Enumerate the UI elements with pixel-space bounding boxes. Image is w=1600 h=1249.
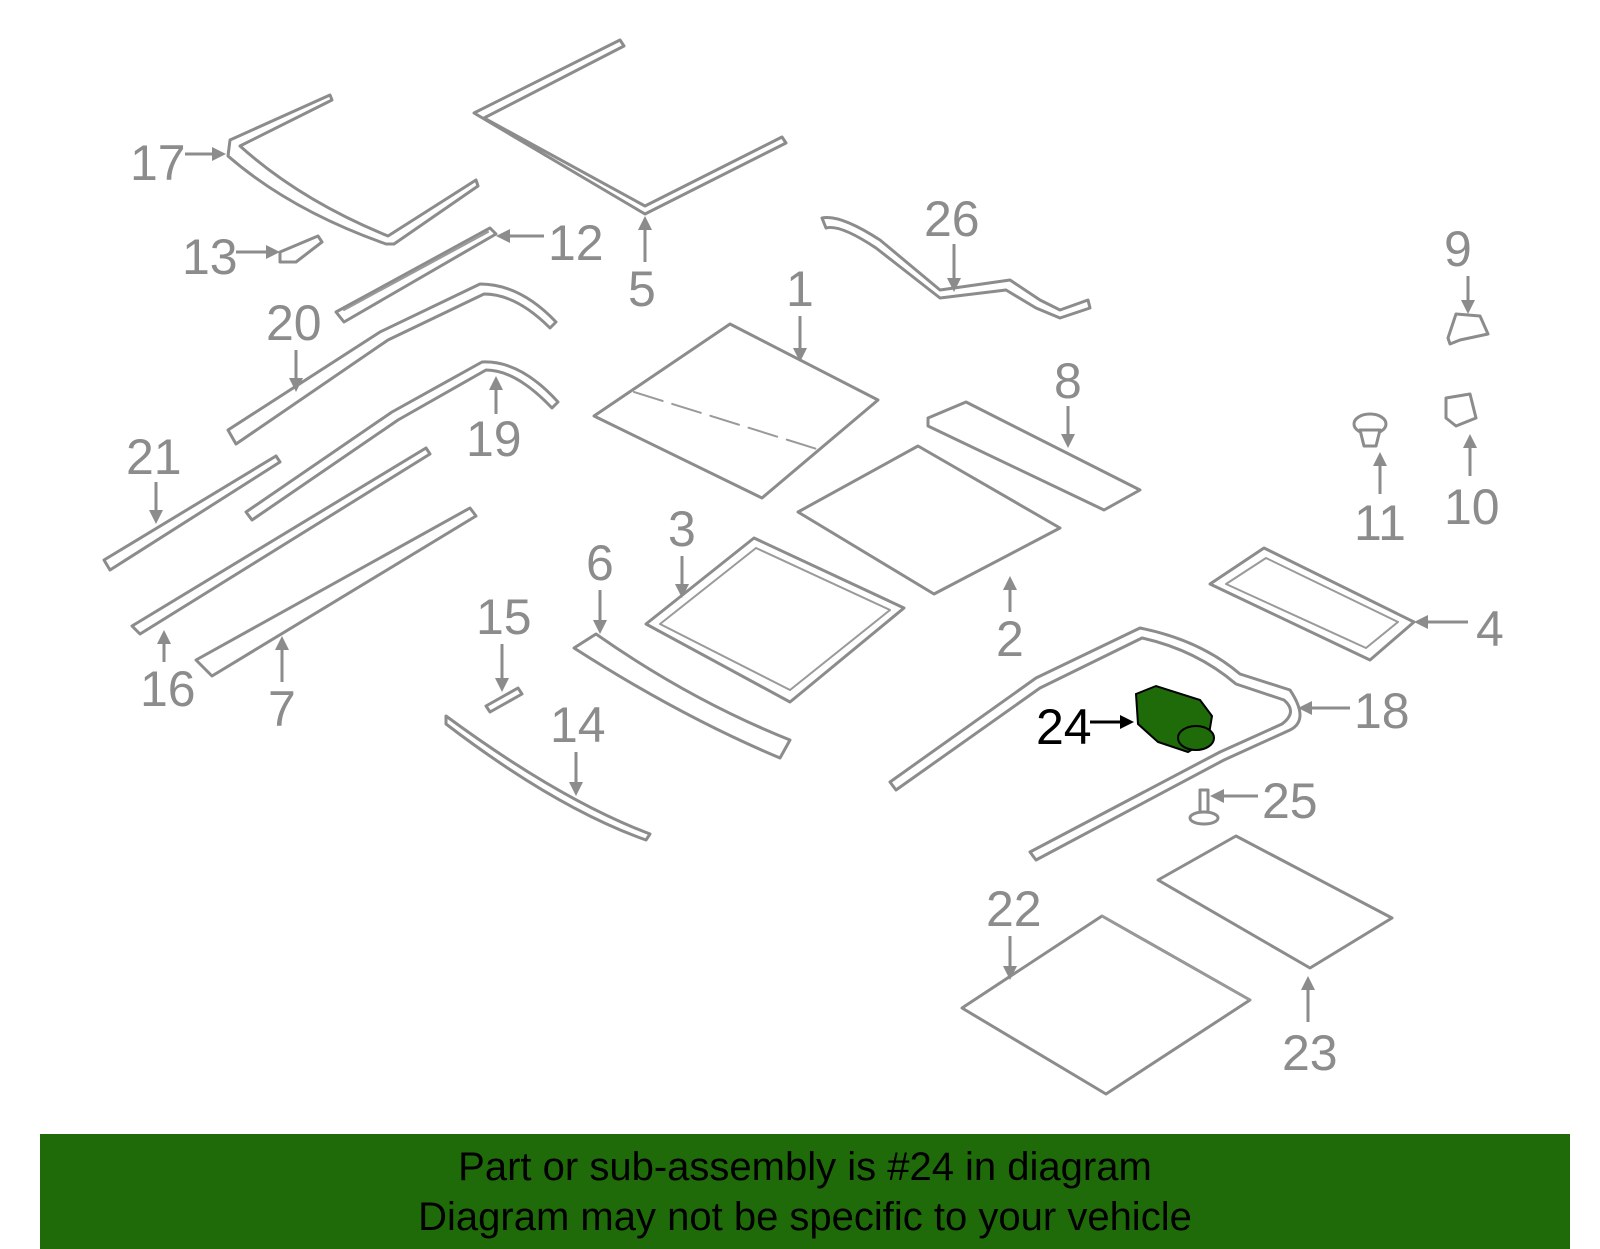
part-9-clip[interactable] <box>1446 312 1490 346</box>
callout-7: 7 <box>268 636 296 737</box>
banner-line-2: Diagram may not be specific to your vehi… <box>418 1195 1192 1239</box>
label-11: 11 <box>1354 495 1406 551</box>
label-15: 15 <box>476 589 532 645</box>
callout-23: 23 <box>1282 976 1338 1081</box>
label-1: 1 <box>786 261 814 317</box>
label-14: 14 <box>550 697 606 753</box>
callout-26: 26 <box>924 191 980 292</box>
callout-17: 17 <box>130 135 226 191</box>
callout-8: 8 <box>1054 353 1082 448</box>
part-4-sunshade-frame[interactable] <box>1208 546 1416 662</box>
part-19-side-rail[interactable] <box>244 360 560 522</box>
label-25: 25 <box>1262 773 1318 829</box>
label-7: 7 <box>268 681 296 737</box>
info-banner: Part or sub-assembly is #24 in diagram D… <box>40 1134 1570 1249</box>
callout-10: 10 <box>1444 434 1500 535</box>
part-25-bolt[interactable] <box>1188 788 1220 826</box>
part-26-harness[interactable] <box>820 215 1092 320</box>
label-20: 20 <box>266 295 322 351</box>
callout-24: 24 <box>1036 699 1134 755</box>
callout-13: 13 <box>182 229 280 285</box>
label-18: 18 <box>1354 683 1410 739</box>
callout-19: 19 <box>466 376 522 467</box>
part-16-long-trim[interactable] <box>130 446 432 636</box>
part-8-deflector[interactable] <box>926 400 1142 512</box>
callout-16: 16 <box>140 630 196 717</box>
part-10-clip[interactable] <box>1444 392 1478 428</box>
label-26: 26 <box>924 191 980 247</box>
part-18-guide-rails[interactable] <box>888 626 1302 862</box>
part-6-front-trim[interactable] <box>572 632 792 760</box>
part-2-glass-panel[interactable] <box>796 444 1062 596</box>
label-10: 10 <box>1444 479 1500 535</box>
part-22-sunshade[interactable] <box>960 914 1252 1096</box>
part-13-bracket[interactable] <box>278 234 324 264</box>
label-23: 23 <box>1282 1025 1338 1081</box>
callout-4: 4 <box>1414 601 1504 657</box>
callout-20: 20 <box>266 295 322 392</box>
part-1-glass-panel[interactable] <box>592 322 880 500</box>
callout-9: 9 <box>1444 221 1475 314</box>
callout-15: 15 <box>476 589 532 692</box>
part-24-motor[interactable] <box>1134 684 1215 754</box>
label-13: 13 <box>182 229 238 285</box>
banner-line-1: Part or sub-assembly is #24 in diagram <box>458 1145 1152 1189</box>
label-21: 21 <box>126 429 182 485</box>
callout-14: 14 <box>550 697 606 796</box>
part-21-trim[interactable] <box>102 454 282 572</box>
callout-5: 5 <box>628 216 656 317</box>
callout-3: 3 <box>668 501 696 598</box>
label-24: 24 <box>1036 699 1092 755</box>
label-4: 4 <box>1476 601 1504 657</box>
label-2: 2 <box>996 611 1024 667</box>
parts-diagram: 17 13 12 5 26 1 9 20 19 <box>102 38 1504 1096</box>
part-23-sunshade[interactable] <box>1156 834 1394 970</box>
part-11-grommet[interactable] <box>1352 412 1388 448</box>
callout-18: 18 <box>1298 683 1410 739</box>
label-5: 5 <box>628 261 656 317</box>
label-17: 17 <box>130 135 186 191</box>
label-19: 19 <box>466 411 522 467</box>
callout-12: 12 <box>496 215 604 271</box>
part-7-trim[interactable] <box>194 506 478 678</box>
part-5-roof-frame[interactable] <box>472 38 788 216</box>
label-9: 9 <box>1444 221 1472 277</box>
label-8: 8 <box>1054 353 1082 409</box>
callout-25: 25 <box>1210 773 1318 829</box>
part-3-seal-frame[interactable] <box>644 536 906 704</box>
callout-6: 6 <box>586 535 614 634</box>
label-16: 16 <box>140 661 196 717</box>
callout-21: 21 <box>126 429 182 524</box>
callout-11: 11 <box>1354 452 1406 551</box>
label-12: 12 <box>548 215 604 271</box>
label-6: 6 <box>586 535 614 591</box>
part-15-strip[interactable] <box>484 686 524 714</box>
callout-1: 1 <box>786 261 814 362</box>
part-20-side-rail[interactable] <box>226 282 558 446</box>
callout-22: 22 <box>986 881 1042 980</box>
part-12-strip[interactable] <box>334 226 498 324</box>
part-17-rail[interactable] <box>226 93 480 246</box>
label-22: 22 <box>986 881 1042 937</box>
callout-2: 2 <box>996 576 1024 667</box>
part-14-lower-trim[interactable] <box>444 714 652 842</box>
label-3: 3 <box>668 501 696 557</box>
